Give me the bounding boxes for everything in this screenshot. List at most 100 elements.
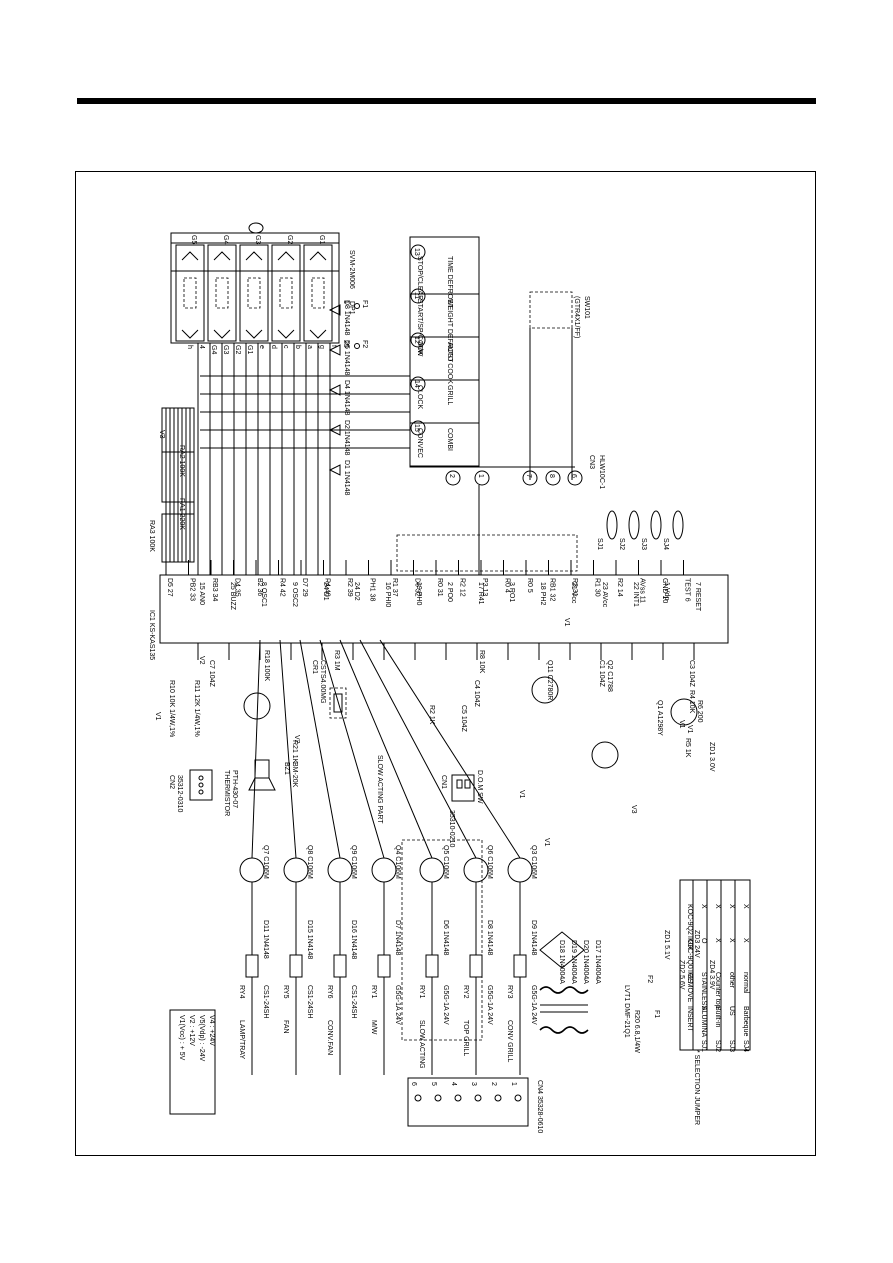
relay-name: CONV.FAN [326,1020,333,1055]
row-node-label: 2 [448,474,455,478]
misc-label: R3 1M [333,650,340,671]
diode-icon [328,344,341,356]
ic-left-pin: 2 PO0 [446,582,453,602]
diode-label: D1 1N4148 [343,460,350,496]
misc-label: R5 1K [684,738,691,758]
header-rule [77,98,816,104]
ic-right-pin: D6 32 [414,578,421,597]
relay-name: FAN [282,1020,289,1034]
jumper-cell: SJ3 [728,1040,735,1052]
display-seg [215,277,229,309]
diode-icon [328,464,341,476]
ic-left-pin: 21 Vcc [570,582,577,604]
cn4-pin [414,1094,422,1102]
jumper-cell: ALUMINA [700,1006,707,1037]
ic-left-pin: 7 RESET [694,582,701,612]
relay-ref: RY2 [462,985,469,999]
cn4-pin [494,1094,502,1102]
relay-diode-label: D8 1N4148 [486,920,493,956]
display-seg [311,277,325,309]
cn4-pin-number: 5 [430,1082,437,1086]
key-label: WEIGHT DEFROST [446,299,453,363]
diode-label: D8 1N4148 [343,300,350,336]
ic-right-pin: D4 35 [234,578,241,597]
relay-coil [469,954,483,978]
row-node [474,470,490,486]
misc-label: V2 [198,656,205,665]
zener-label: ZD3 24V [693,930,700,958]
display-digit [175,244,205,342]
jumper-cell: X [742,904,749,909]
key-label: STOP/CLEAR [416,256,423,300]
display-digit [303,244,333,342]
ic-right-pin: R1 30 [594,578,601,597]
sj-jumper [606,510,618,540]
ic-right-pin: TEST 6 [684,578,691,602]
relay-name: TOP GRILL [462,1020,469,1056]
display-seg [279,277,293,309]
key-label: COMBI [446,428,453,451]
display-segment-pin: f [330,345,337,347]
relay-diode-label: D11 1N4148 [262,920,269,959]
cn3-part: HLW10C-1 [598,455,605,489]
jumper-header: KOC-9Q0TGS [686,938,693,983]
voltage-row: V4 : +24V [208,1015,215,1046]
display-segment-pin: 4 [198,345,205,349]
row-node-label: 8 [548,474,555,478]
bridge-diode-label: D18 1N4004A [558,940,565,984]
sj-jumper [650,510,662,540]
misc-label: R11 12K 1/4W,1% [193,680,200,737]
jumper-cell: Counter top [714,972,721,1009]
ic-right-pin: RB1 32 [549,578,556,601]
sj-jumper [672,510,684,540]
misc-label: R8 10K [478,650,485,674]
ic-right-pin: R2 39 [346,578,353,597]
display-seg [247,277,261,309]
relay-diode-label: D7 1N4148 [394,920,401,956]
relay-ref: RY6 [326,985,333,999]
key-node-label: 13 [413,248,420,256]
display-segment-pin: G4 [210,345,217,354]
sw101-ref: SW101 [583,296,590,319]
row-node-label: 6 [570,474,577,478]
jumper-cell: Built-in [714,1006,721,1028]
relay-transistor-label: Q6 C106M [486,845,493,879]
relay-coil [289,954,303,978]
relay-name: SLOW ACTING [418,1020,425,1069]
key-node-label: 14 [413,380,420,388]
display-pin-label: F2 [361,340,368,348]
relay-transistor-label: Q8 C106M [306,845,313,879]
relay-coil [513,954,527,978]
display-arrow-icon [277,251,295,339]
ic-left-pin: 9 OSC2 [291,582,298,607]
buzzer-part: BM-20K [291,762,298,788]
relay-transistor-label: Q3 C106M [530,845,537,879]
relay-transistor [463,857,489,883]
jumper-cell: Barbeque [742,1006,749,1036]
ic-right-pin: R2 12 [459,578,466,597]
relay-diode-label: D6 1N4148 [442,920,449,956]
ic-right-pin: P3 13 [481,578,488,596]
jumper-title: * SELECTION JUMPER [693,1050,700,1125]
key-label: M/W [416,342,423,357]
display-digit-label: G5 [190,235,197,244]
jumper-cell: STAINLESS [700,972,707,1010]
diode-icon [328,304,341,316]
misc-label: R4 10K [688,690,695,714]
display-segment-pin: g [318,345,325,349]
ic-right-pin: AVss 11 [639,578,646,603]
misc-label: C3 104Z [688,660,695,688]
crystal: CR1 CSTS4.00MG [311,660,347,719]
ic-left-pin: 24 D2 [353,582,360,601]
key-label: START/SP-COOK [416,299,423,356]
key-node-label: 11 [413,292,420,299]
relay-drive-line [379,639,521,859]
key-node [410,420,426,436]
key-node [410,244,426,260]
ic-right-pin: R4 40 [324,578,331,597]
sj-label: SJ1 [596,538,603,550]
